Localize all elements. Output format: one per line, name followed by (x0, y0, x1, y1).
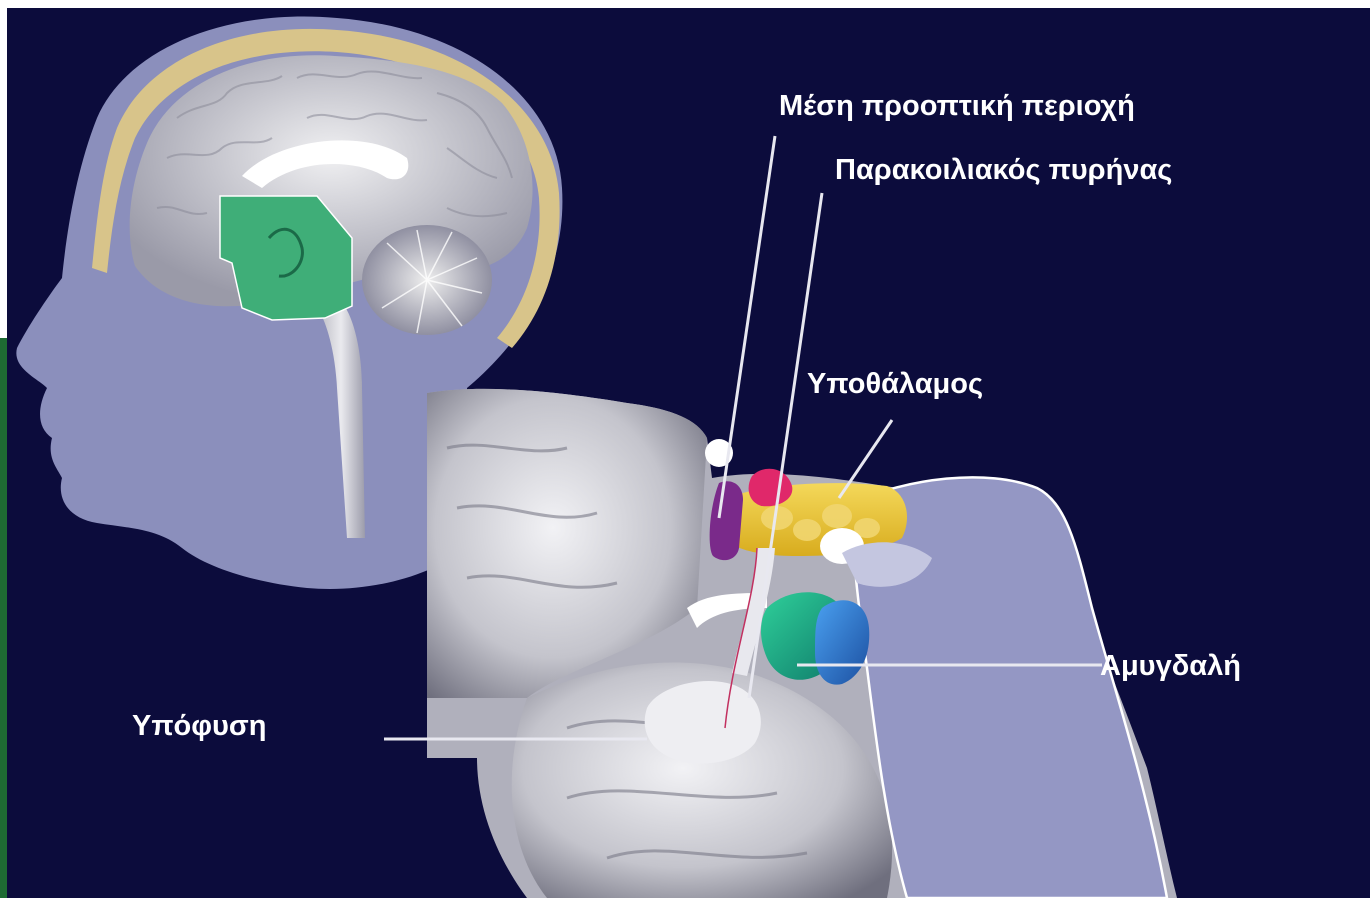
side-accent-bar (0, 338, 7, 898)
label-medial-preoptic: Μέση προοπτική περιοχή (779, 92, 1135, 121)
label-paraventricular: Παρακοιλιακός πυρήνας (835, 156, 1172, 185)
label-amygdala: Αμυγδαλή (1100, 652, 1241, 681)
leader-line-paraventricular (749, 193, 822, 698)
leader-line-hypothalamus (839, 420, 892, 498)
leader-lines (7, 8, 1370, 898)
leader-line-preoptic (719, 136, 775, 518)
label-hypothalamus: Υποθάλαμος (807, 370, 983, 399)
diagram-canvas: Μέση προοπτική περιοχή Παρακοιλιακός πυρ… (7, 8, 1370, 898)
label-pituitary: Υπόφυση (132, 712, 266, 741)
